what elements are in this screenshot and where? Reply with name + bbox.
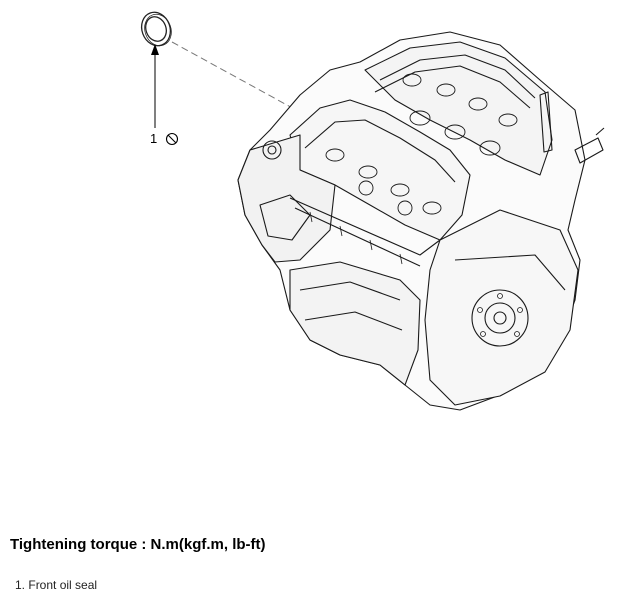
callout-leader-arrow	[151, 44, 159, 128]
engine-block-drawing	[237, 31, 605, 411]
callout-number: 1	[150, 131, 157, 146]
parts-legend: 1. Front oil seal	[15, 578, 97, 592]
legend-item-number: 1.	[15, 578, 26, 592]
engine-diagram: 1	[140, 11, 605, 411]
legend-item: 1. Front oil seal	[15, 578, 97, 592]
front-oil-seal-drawing	[140, 11, 172, 47]
prohibited-reuse-icon	[165, 132, 179, 146]
tightening-torque-heading: Tightening torque : N.m(kgf.m, lb-ft)	[10, 536, 266, 553]
legend-item-label: Front oil seal	[28, 578, 98, 592]
